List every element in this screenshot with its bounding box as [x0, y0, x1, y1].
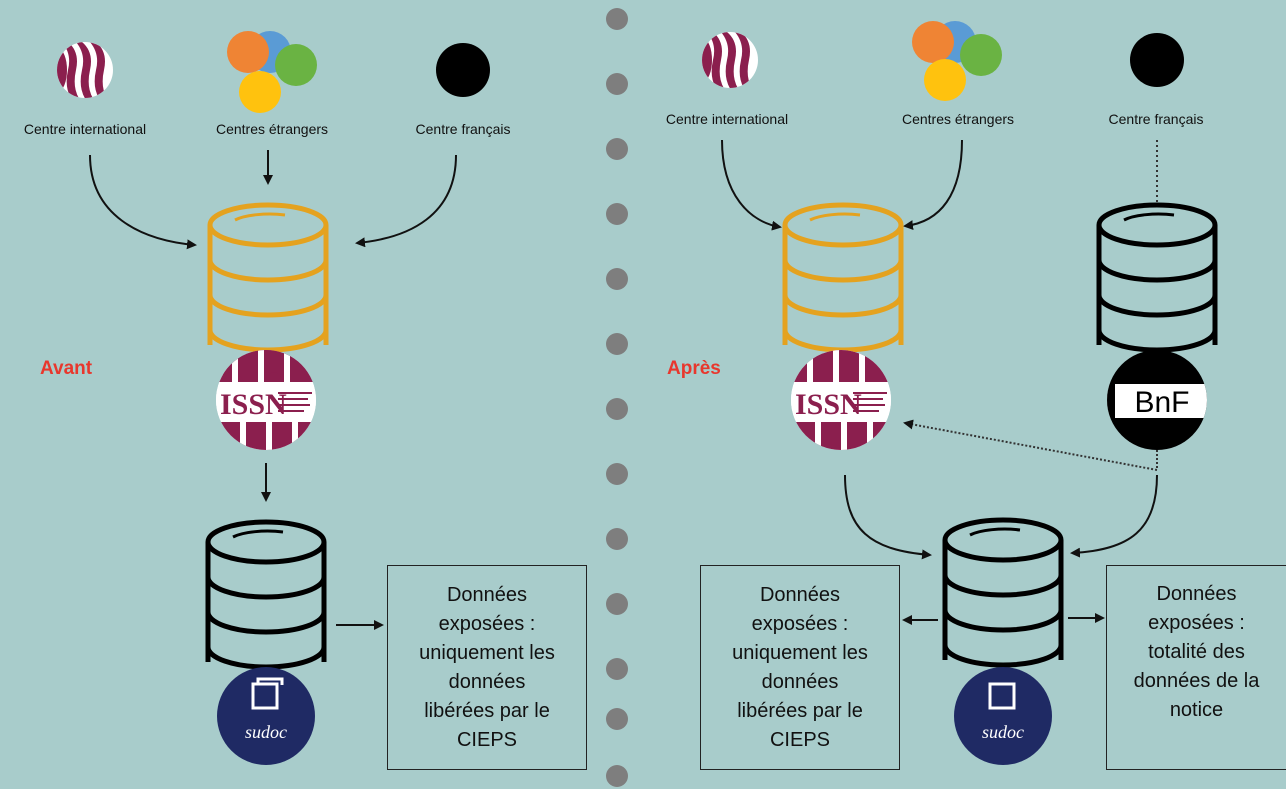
separator-dot	[606, 73, 628, 95]
separator-dot	[606, 398, 628, 420]
after-right-exposed-line: totalité des	[1148, 641, 1245, 663]
before-exposed-data-box: Données exposées : uniquement les donnée…	[387, 565, 587, 770]
after-source-foreign-label: Centres étrangers	[901, 111, 1015, 127]
after-right-exposed-line: données de la	[1133, 670, 1260, 692]
sudoc-logo-text: sudoc	[245, 722, 287, 742]
after-source-international-label: Centre international	[665, 111, 789, 127]
before-source-foreign-label: Centres étrangers	[215, 121, 329, 137]
issn-logo-icon: ISSN	[791, 350, 891, 450]
after-left-exposed-line: CIEPS	[769, 728, 831, 751]
bnf-logo-text: BnF	[1134, 386, 1189, 419]
after-left-exposed-line: exposées :	[751, 612, 849, 635]
svg-text:ISSN: ISSN	[220, 388, 287, 421]
separator-dot	[606, 765, 628, 787]
separator-dot	[606, 658, 628, 680]
sudoc-logo-icon: sudoc	[954, 667, 1052, 765]
before-exposed-line: CIEPS	[456, 728, 518, 751]
database-icon	[205, 519, 327, 670]
after-left-exposed-line: libérées par le	[737, 699, 863, 722]
before-exposed-line: libérées par le	[424, 699, 550, 722]
separator-dot	[606, 593, 628, 615]
issn-logo-icon	[702, 32, 758, 88]
database-icon	[782, 202, 904, 353]
before-source-french-label: Centre français	[415, 121, 511, 137]
separator-dot	[606, 268, 628, 290]
black-dot-icon	[1130, 33, 1184, 87]
issn-logo-icon: ISSN	[216, 350, 316, 450]
before-exposed-line: données	[448, 670, 526, 693]
dotted-arrow-bnf-to-issn	[903, 419, 1158, 472]
separator-dot	[606, 528, 628, 550]
before-exposed-line: uniquement les	[419, 641, 555, 664]
bnf-logo-icon: BnF	[1107, 350, 1207, 450]
after-right-exposed-line: exposées :	[1148, 612, 1245, 634]
database-icon	[207, 202, 329, 353]
arrow-french-to-db	[355, 154, 457, 248]
separator-dot	[606, 333, 628, 355]
sudoc-logo-icon: sudoc	[217, 667, 315, 765]
after-left-exposed-line: données	[761, 670, 839, 693]
before-source-international-label: Centre international	[23, 121, 147, 137]
arrow-issn-to-sudoc-db	[844, 474, 932, 560]
arrow-foreign-to-db	[903, 139, 963, 231]
sudoc-logo-text: sudoc	[982, 722, 1024, 742]
after-exposed-data-box-left: Données exposées : uniquement les donnée…	[700, 565, 900, 770]
after-right-exposed-line: Données	[1156, 583, 1237, 605]
separator-dot	[606, 463, 628, 485]
arrow-international-to-db	[89, 154, 197, 250]
black-dot-icon	[436, 43, 490, 97]
after-exposed-data-box-right: Données exposées : totalité des données …	[1106, 565, 1286, 770]
partner-circles-icon	[912, 21, 1002, 101]
partner-circles-icon	[227, 31, 317, 113]
separator-dot	[606, 138, 628, 160]
database-icon	[1096, 202, 1218, 353]
database-icon	[942, 517, 1064, 668]
after-source-french-label: Centre français	[1108, 111, 1204, 127]
svg-text:ISSN: ISSN	[795, 388, 862, 421]
after-right-exposed-line: notice	[1169, 699, 1224, 721]
arrow-international-to-db	[721, 139, 782, 231]
before-state-label: Avant	[40, 358, 93, 379]
after-left-exposed-line: Données	[759, 583, 841, 606]
after-state-label: Après	[667, 358, 721, 379]
issn-logo-icon	[57, 42, 113, 98]
before-exposed-line: exposées :	[438, 612, 536, 635]
after-left-exposed-line: uniquement les	[732, 641, 868, 664]
arrow-bnf-to-sudoc-db	[1070, 474, 1158, 558]
separator-dot	[606, 8, 628, 30]
separator-dot	[606, 708, 628, 730]
separator-dot	[606, 203, 628, 225]
before-exposed-line: Données	[446, 583, 528, 606]
